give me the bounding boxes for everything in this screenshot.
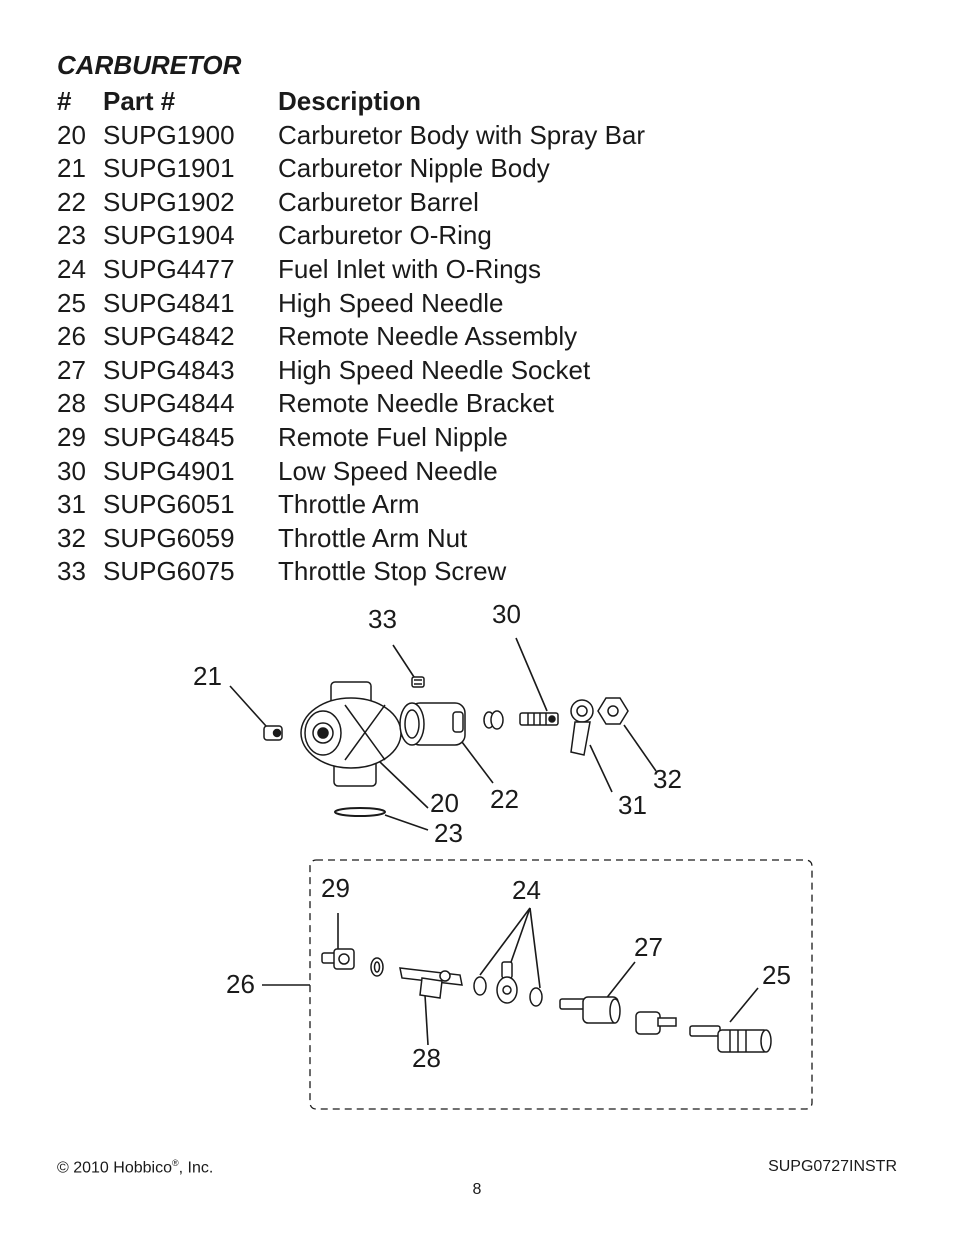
callout-31: 31 (618, 790, 647, 820)
leader-31 (589, 744, 613, 793)
copyright-suffix: , Inc. (178, 1159, 214, 1177)
row-part-number: SUPG4845 (103, 421, 235, 452)
row-number: 33 (57, 556, 86, 587)
copyright-notice: © 2010 Hobbico®, Inc. (57, 1158, 213, 1177)
row-part-number: SUPG4843 (103, 354, 235, 385)
row-part-number: SUPG4844 (103, 388, 235, 419)
row-number: 29 (57, 421, 86, 452)
row-description: Carburetor O-Ring (278, 220, 492, 251)
row-description: Fuel Inlet with O-Rings (278, 253, 541, 284)
row-number: 30 (57, 455, 86, 486)
part-24-inlet-o-rings (483, 710, 504, 730)
part-33-stop-screw (411, 676, 425, 688)
part-31-throttle-arm (570, 699, 594, 756)
callout-21: 21 (193, 661, 222, 691)
part-remote-o-ring (370, 957, 384, 977)
row-number: 26 (57, 321, 86, 352)
row-number: 25 (57, 287, 86, 318)
callout-27: 27 (634, 932, 663, 962)
leader-24a (479, 907, 531, 976)
row-number: 20 (57, 119, 86, 150)
part-30-low-speed-needle (519, 712, 559, 726)
row-description: Low Speed Needle (278, 455, 498, 486)
part-28-remote-needle-bracket (399, 967, 463, 999)
leader-24c (529, 907, 541, 989)
row-part-number: SUPG1902 (103, 186, 235, 217)
callout-25: 25 (762, 960, 791, 990)
leader-24b (509, 907, 531, 966)
row-part-number: SUPG4841 (103, 287, 235, 318)
row-part-number: SUPG6051 (103, 489, 235, 520)
header-description: Description (278, 86, 422, 116)
remote-needle-assembly-frame (309, 859, 813, 1110)
row-description: Carburetor Barrel (278, 186, 479, 217)
row-part-number: SUPG6075 (103, 556, 235, 587)
row-description: Throttle Arm (278, 489, 420, 520)
leader-27 (604, 961, 636, 1001)
row-part-number: SUPG1901 (103, 153, 235, 184)
row-description: Throttle Stop Screw (278, 556, 507, 587)
callout-20: 20 (430, 788, 459, 818)
row-number: 27 (57, 354, 86, 385)
part-25-high-speed-needle (689, 1025, 772, 1053)
leader-23 (384, 814, 429, 831)
copyright-text: © 2010 Hobbico (57, 1159, 172, 1177)
leader-32 (623, 724, 657, 772)
part-20-carburetor-body (300, 681, 402, 787)
row-number: 21 (57, 153, 86, 184)
leader-20 (379, 761, 429, 809)
callout-30: 30 (492, 599, 521, 629)
part-29-remote-fuel-nipple (321, 948, 355, 970)
row-part-number: SUPG4477 (103, 253, 235, 284)
document-id: SUPG0727INSTR (768, 1158, 897, 1175)
page-number: 8 (472, 1181, 482, 1198)
row-number: 23 (57, 220, 86, 251)
row-description: High Speed Needle Socket (278, 354, 591, 385)
header-number: # (57, 86, 72, 116)
row-part-number: SUPG4901 (103, 455, 235, 486)
part-27-needle-socket (559, 996, 621, 1024)
registered-mark: ® (171, 1158, 179, 1168)
row-description: Throttle Arm Nut (278, 522, 468, 553)
callout-24: 24 (512, 875, 541, 905)
callout-29: 29 (321, 873, 350, 903)
part-24-fuel-inlet (473, 961, 543, 1007)
row-description: Carburetor Nipple Body (278, 153, 550, 184)
header-part-number: Part # (103, 86, 176, 116)
row-description: High Speed Needle (278, 287, 504, 318)
leader-25 (729, 987, 759, 1023)
exploded-parts-diagram: 33 30 21 32 20 22 31 23 29 24 27 25 26 2… (193, 599, 813, 1110)
row-description: Remote Fuel Nipple (278, 421, 508, 452)
leader-28 (424, 994, 429, 1046)
callout-26: 26 (226, 969, 255, 999)
row-number: 31 (57, 489, 86, 520)
section-title: CARBURETOR (57, 50, 242, 80)
leader-21 (229, 685, 267, 727)
leader-33 (392, 644, 415, 678)
row-part-number: SUPG6059 (103, 522, 235, 553)
row-part-number: SUPG1900 (103, 119, 235, 150)
part-22-carburetor-barrel (399, 702, 466, 746)
row-number: 32 (57, 522, 86, 553)
part-socket-insert (635, 1011, 677, 1035)
callout-23: 23 (434, 818, 463, 848)
row-number: 24 (57, 253, 86, 284)
callout-33: 33 (368, 604, 397, 634)
callout-22: 22 (490, 784, 519, 814)
callout-28: 28 (412, 1043, 441, 1073)
row-part-number: SUPG4842 (103, 321, 235, 352)
row-part-number: SUPG1904 (103, 220, 235, 251)
part-32-throttle-arm-nut (597, 697, 629, 725)
part-21-nipple-body (263, 725, 283, 741)
row-number: 22 (57, 186, 86, 217)
part-23-o-ring (334, 807, 386, 817)
leader-22 (461, 741, 494, 784)
leader-30 (515, 637, 548, 712)
row-description: Remote Needle Assembly (278, 321, 578, 352)
row-description: Remote Needle Bracket (278, 388, 555, 419)
row-description: Carburetor Body with Spray Bar (278, 119, 646, 150)
callout-32: 32 (653, 764, 682, 794)
row-number: 28 (57, 388, 86, 419)
